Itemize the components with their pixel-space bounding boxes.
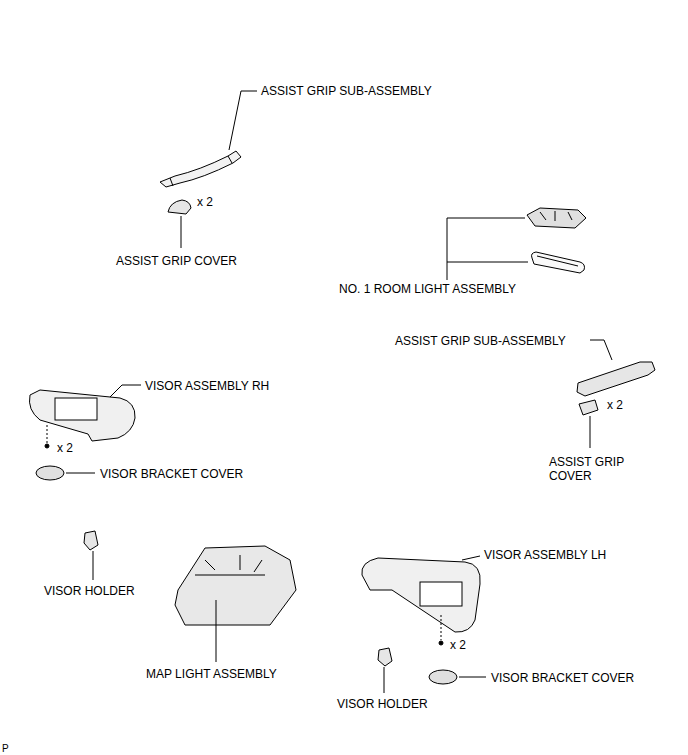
part-label: ASSIST GRIP SUB-ASSEMBLY [261,84,432,98]
part-label: ASSIST GRIP SUB-ASSEMBLY [395,334,566,348]
part-label: VISOR BRACKET COVER [100,467,243,481]
part-label: x 2 [450,638,466,652]
part-label: VISOR BRACKET COVER [491,671,634,685]
part-label: ASSIST GRIP COVER [549,455,639,483]
part-label: VISOR HOLDER [337,697,428,711]
part-label: VISOR HOLDER [44,584,135,598]
part-label: x 2 [57,441,73,455]
part-label: VISOR ASSEMBLY RH [145,379,269,393]
part-label: NO. 1 ROOM LIGHT ASSEMBLY [339,282,516,296]
part-label: x 2 [607,398,623,412]
part-label: MAP LIGHT ASSEMBLY [146,667,277,681]
part-label: x 2 [197,195,213,209]
part-label: VISOR ASSEMBLY LH [484,548,606,562]
part-label: P [2,742,9,755]
part-label: ASSIST GRIP COVER [116,254,237,268]
